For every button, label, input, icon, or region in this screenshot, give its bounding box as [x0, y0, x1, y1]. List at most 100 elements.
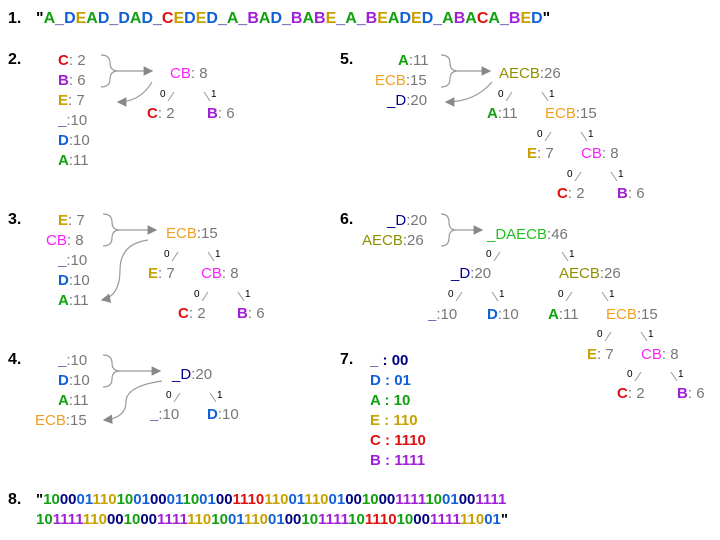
encoded-token: 01: [166, 491, 183, 508]
code-entry: E : 110: [370, 412, 418, 429]
freq-item: ECB:15: [375, 72, 427, 89]
source-string: "A_DEAD_DAD_CEDED_A_BAD_BABE_A_BEADED_AB…: [36, 11, 550, 27]
source-char: D: [421, 10, 434, 27]
arrow-step3-insert: [100, 239, 149, 303]
encoded-line-2: 1011111100010001111110100111001001011111…: [36, 510, 508, 530]
edge-label-1: 1: [648, 329, 654, 340]
edge-label-0: 0: [567, 169, 573, 180]
source-string-open-quote: ": [36, 10, 44, 27]
source-char: B: [508, 10, 521, 27]
code-entry: D : 01: [370, 372, 411, 389]
edge-label-1: 1: [211, 89, 217, 100]
encoded-close-quote: ": [500, 511, 509, 528]
encoded-token: 10: [211, 511, 228, 528]
freq-item: _:10: [58, 112, 88, 129]
brace-step2: [100, 54, 119, 88]
source-char: A: [465, 10, 477, 27]
brace-step4: [102, 354, 121, 388]
encoded-token: 1111: [475, 491, 507, 508]
encoded-line-1: "100001110100100011001001110110011100100…: [36, 490, 508, 510]
tree-node: B: 6: [237, 305, 265, 322]
arrow-step4-insert: [102, 380, 163, 425]
encoded-token: 00: [140, 511, 158, 528]
encoded-token: 00: [378, 491, 396, 508]
freq-item: _:10: [58, 252, 88, 269]
freq-item: D:10: [58, 132, 90, 149]
encoded-token: 00: [149, 491, 167, 508]
encoded-open-quote: ": [36, 491, 44, 508]
edge-label-1: 1: [618, 169, 624, 180]
freq-item: A:11: [58, 152, 89, 169]
encoded-token: 00: [215, 491, 233, 508]
tree-node: CB: 8: [641, 346, 679, 363]
encoded-token: 10: [36, 511, 53, 528]
tree-node: _:10: [150, 406, 180, 423]
freq-item: E: 7: [58, 212, 85, 229]
edge-label-0: 0: [164, 249, 170, 260]
tree-node: CB: 8: [581, 145, 619, 162]
encoded-token: 10: [425, 491, 443, 508]
edge-label-1: 1: [609, 289, 615, 300]
code-entry: C : 1110: [370, 432, 426, 449]
edge-label-1: 1: [678, 369, 684, 380]
source-char: C: [476, 10, 489, 27]
source-char: A: [129, 10, 142, 27]
freq-item: _D:20: [387, 212, 428, 229]
encoded-token: 10: [301, 511, 319, 528]
tree-node: CB: 8: [201, 265, 239, 282]
edge-label-0: 0: [627, 369, 633, 380]
tree-node: A:11: [487, 105, 518, 122]
freq-item: C: 2: [58, 52, 86, 69]
step-5-number: 5.: [340, 51, 354, 68]
encoded-token: 10: [361, 491, 379, 508]
encoded-token: 10: [123, 511, 141, 528]
tree-node: _:10: [428, 306, 458, 323]
encoded-token: 00: [458, 491, 476, 508]
edge-label-0: 0: [486, 249, 492, 260]
tree-node: AECB:26: [499, 65, 561, 82]
encoded-token: 110: [92, 491, 117, 508]
source-char: D: [184, 10, 196, 27]
edge-label-0: 0: [448, 289, 454, 300]
source-char: A: [226, 10, 239, 27]
source-char: A: [345, 10, 357, 27]
edge-label-1: 1: [588, 129, 594, 140]
source-char: B: [290, 10, 303, 27]
source-string-close-quote: ": [542, 10, 551, 27]
source-char: _: [153, 10, 162, 27]
brace-step5: [440, 54, 459, 88]
tree-node: B: 6: [207, 105, 235, 122]
source-char: _: [433, 10, 443, 27]
encoded-token: 110: [264, 491, 289, 508]
source-char: _: [336, 10, 346, 27]
tree-node: C: 2: [617, 385, 645, 402]
tree-node: E: 7: [148, 265, 175, 282]
encoded-token: 00: [284, 511, 302, 528]
step-4-number: 4.: [8, 351, 22, 368]
brace-step3: [102, 213, 121, 247]
step-1-number: 1.: [8, 10, 22, 27]
tree-node: ECB:15: [606, 306, 658, 323]
source-char: D: [141, 10, 154, 27]
edge-label-1: 1: [215, 249, 221, 260]
encoded-token: 110: [460, 511, 485, 528]
source-char: _: [109, 10, 119, 27]
encoded-token: 110: [243, 511, 269, 528]
encoded-token: 1111: [157, 511, 188, 528]
source-char: A: [43, 10, 56, 27]
tree-node: _D:20: [172, 366, 213, 383]
encoded-token: 1111: [429, 511, 460, 528]
edge-label-0: 0: [558, 289, 564, 300]
tree-node: E: 7: [587, 346, 614, 363]
edge-label-0: 0: [160, 89, 166, 100]
edge-label-0: 0: [537, 129, 543, 140]
source-char: A: [258, 10, 271, 27]
source-char: C: [161, 10, 174, 27]
encoded-token: 01: [288, 491, 305, 508]
encoded-token: 01: [328, 491, 346, 508]
encoded-token: 01: [227, 511, 244, 528]
tree-node: _D:20: [451, 265, 492, 282]
source-char: B: [247, 10, 259, 27]
tree-node: B: 6: [677, 385, 705, 402]
encoded-token: 1111: [52, 511, 83, 528]
